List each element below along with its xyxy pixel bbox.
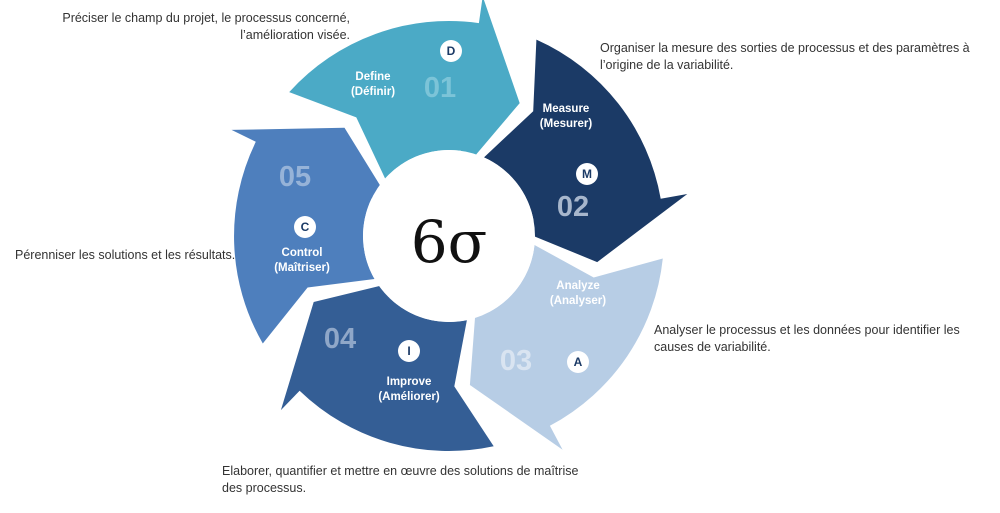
improve-description: Elaborer, quantifier et mettre en œuvre … bbox=[222, 464, 579, 495]
cycle-arrows bbox=[231, 0, 688, 452]
measure-step-number: 02 bbox=[557, 191, 589, 223]
analyze-arrow bbox=[469, 245, 663, 450]
analyze-description: Analyser le processus et les données pou… bbox=[654, 323, 960, 354]
analyze-letter-badge bbox=[567, 351, 589, 373]
define-step-number: 01 bbox=[424, 72, 456, 104]
analyze-title: Analyze bbox=[556, 280, 599, 292]
analyze-letter: A bbox=[574, 355, 583, 369]
improve-arrow bbox=[280, 279, 494, 452]
define-letter-badge bbox=[440, 40, 462, 62]
define-arrow bbox=[289, 0, 520, 179]
define-title-fr: (Définir) bbox=[351, 86, 395, 98]
center-disc bbox=[363, 150, 535, 322]
control-description: Pérenniser les solutions et les résultat… bbox=[15, 248, 236, 262]
control-title: Control bbox=[282, 247, 323, 259]
improve-step-number: 04 bbox=[324, 323, 356, 355]
analyze-title-fr: (Analyser) bbox=[550, 295, 606, 307]
measure-letter-badge bbox=[576, 163, 598, 185]
control-letter: C bbox=[301, 220, 310, 234]
improve-title: Improve bbox=[387, 376, 432, 388]
control-step-number: 05 bbox=[279, 161, 311, 193]
improve-letter: I bbox=[407, 344, 410, 358]
measure-title: Measure bbox=[543, 103, 590, 115]
define-description: Préciser le champ du projet, le processu… bbox=[62, 11, 350, 42]
control-arrow bbox=[231, 127, 396, 344]
define-title: Define bbox=[355, 71, 390, 83]
control-letter-badge bbox=[294, 216, 316, 238]
improve-title-fr: (Améliorer) bbox=[378, 391, 440, 403]
control-title-fr: (Maîtriser) bbox=[274, 262, 330, 274]
six-sigma-logo: 6σ bbox=[411, 208, 488, 276]
define-letter: D bbox=[447, 44, 456, 58]
measure-description: Organiser la mesure des sorties de proce… bbox=[600, 41, 970, 72]
measure-arrow bbox=[484, 39, 688, 263]
measure-title-fr: (Mesurer) bbox=[540, 118, 593, 130]
step-labels: 01 Define (Définir) D 02 Measure (Mesurer) M 03 A… bbox=[274, 40, 606, 403]
improve-letter-badge bbox=[398, 340, 420, 362]
measure-letter: M bbox=[582, 167, 592, 181]
analyze-step-number: 03 bbox=[500, 345, 532, 377]
